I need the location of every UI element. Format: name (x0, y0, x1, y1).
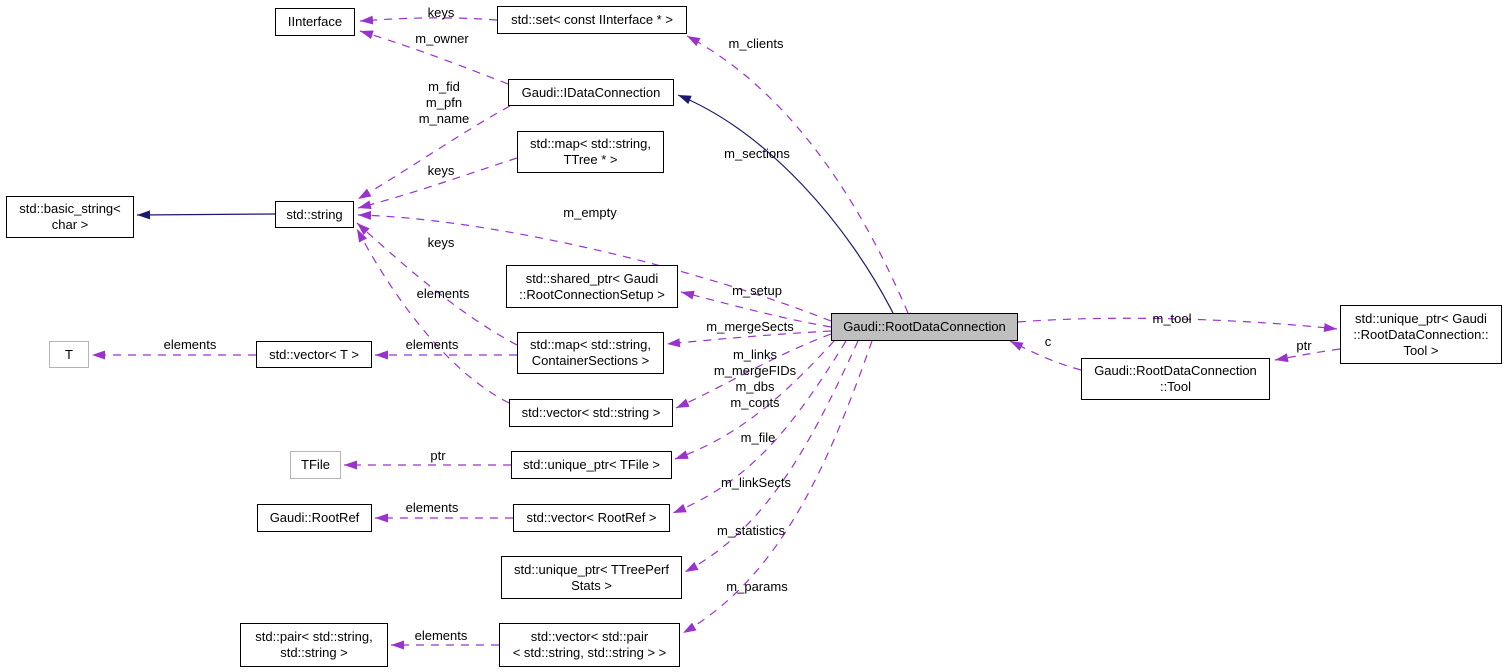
edge-m-links (675, 333, 832, 409)
node-shared-ptr-setup[interactable]: std::shared_ptr< Gaudi ::RootConnectionS… (506, 265, 678, 308)
node-string[interactable]: std::string (275, 201, 354, 228)
edge-m-setup (680, 290, 832, 328)
edge-m-params (682, 340, 873, 634)
node-set-iinterface[interactable]: std::set< const IInterface * > (497, 6, 687, 34)
edge-elements-vs (356, 228, 510, 404)
edge-m-empty (357, 210, 832, 322)
edge-m-owner (359, 30, 509, 85)
edge-keys-set (359, 15, 498, 25)
edge-c (1009, 340, 1082, 371)
node-vector-t[interactable]: std::vector< T > (256, 341, 372, 368)
edge-keys-cs (356, 222, 518, 346)
node-map-ttree[interactable]: std::map< std::string, TTree * > (517, 131, 664, 173)
edge-inherit-rdc (677, 94, 894, 314)
node-t: T (49, 341, 89, 368)
edge-ptr-tool (1274, 348, 1341, 363)
edge-m-fid (357, 105, 511, 200)
edge-inherit-string (136, 210, 276, 220)
edge-m-linksects (672, 340, 847, 514)
node-idataconnection[interactable]: Gaudi::IDataConnection (508, 79, 674, 106)
edge-m-clients (686, 35, 909, 314)
node-map-container-sections[interactable]: std::map< std::string, ContainerSections… (517, 332, 664, 374)
node-vector-pair[interactable]: std::vector< std::pair < std::string, st… (499, 623, 680, 667)
node-vector-string[interactable]: std::vector< std::string > (509, 399, 673, 427)
node-basic-string[interactable]: std::basic_string< char > (6, 196, 134, 238)
edge-m-tool (1017, 317, 1338, 333)
node-pair-string-string[interactable]: std::pair< std::string, std::string > (240, 623, 388, 667)
node-rootref[interactable]: Gaudi::RootRef (257, 504, 372, 532)
edge-keys-ttree (357, 157, 518, 210)
edge-m-file (674, 340, 835, 460)
node-vector-rootref[interactable]: std::vector< RootRef > (513, 504, 670, 532)
node-tfile: TFile (290, 451, 341, 479)
node-tool[interactable]: Gaudi::RootDataConnection ::Tool (1081, 358, 1270, 400)
node-iinterface[interactable]: IInterface (275, 8, 355, 36)
node-unique-ptr-tool[interactable]: std::unique_ptr< Gaudi ::RootDataConnect… (1340, 305, 1502, 364)
edge-m-mergesects (666, 330, 832, 348)
node-unique-ptr-tfile[interactable]: std::unique_ptr< TFile > (511, 451, 672, 479)
node-rootdataconnection: Gaudi::RootDataConnection (831, 313, 1018, 341)
edge-m-statistics (684, 340, 859, 573)
node-unique-ptr-ttreeperfstats[interactable]: std::unique_ptr< TTreePerf Stats > (501, 556, 682, 599)
